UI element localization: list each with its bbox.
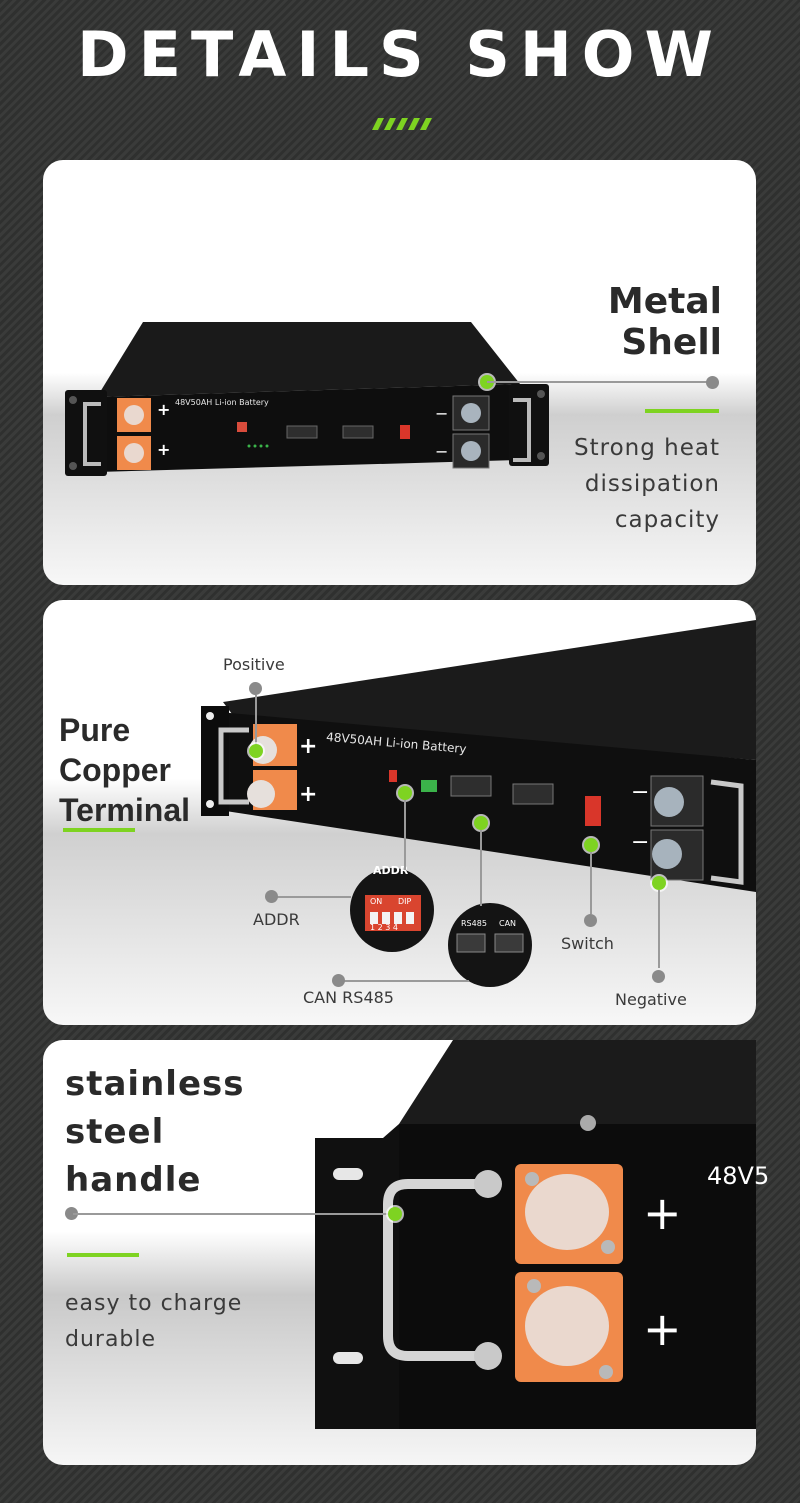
callout-end-dot [265,890,278,903]
callout-line [255,695,257,749]
callout-end-dot [65,1207,78,1220]
callout-point [249,744,263,758]
feature-description: easy to charge durable [65,1291,243,1352]
inset-digits-label: 1 2 3 4 [370,923,398,932]
copper-terminal-panel: 48V50AH Li-ion Battery + + − − ADDR ON D… [43,600,756,1025]
battery-device-image [65,322,549,476]
callout-line [590,852,592,914]
accent-bar [645,409,719,413]
device-model-label: 48V5 [707,1162,770,1190]
addr-label: ADDR [253,910,300,929]
callout-end-dot [249,682,262,695]
switch-label: Switch [561,934,614,953]
callout-point [584,838,598,852]
plus-sign: + [299,734,318,759]
accent-stripes [372,118,432,130]
callout-point [652,876,666,890]
accent-bar [67,1253,139,1257]
callout-line [658,890,660,968]
minus-sign: − [631,830,650,855]
battery-device-image [201,620,756,987]
can-rs485-label: CAN RS485 [303,988,394,1007]
callout-end-dot [652,970,665,983]
callout-point [474,816,488,830]
plus-sign: + [157,400,171,419]
page-title: DETAILS SHOW [77,18,723,91]
positive-label: Positive [223,655,285,674]
battery-device-image [315,1040,756,1429]
minus-sign: − [435,442,449,461]
device-model-label: 48V50AH Li-ion Battery [175,398,269,407]
callout-line [73,1213,391,1215]
callout-line [487,381,713,383]
callout-line [271,896,351,898]
callout-end-dot [332,974,345,987]
feature-title: stainless steel handle [65,1064,245,1200]
callout-end-dot [706,376,719,389]
callout-point [388,1207,402,1221]
minus-sign: − [631,780,650,805]
minus-sign: − [435,404,449,423]
inset-dip-label: DIP [398,897,412,906]
callout-line [404,800,406,870]
inset-on-label: ON [370,897,383,906]
inset-addr-label: ADDR [373,864,409,877]
feature-description: Strong heat dissipation capacity [574,435,720,533]
negative-label: Negative [615,990,687,1009]
callout-point [398,786,412,800]
callout-line [480,830,482,906]
metal-shell-panel: 48V50AH Li-ion Battery + + − − Metal She… [43,160,756,585]
plus-sign: + [157,440,171,459]
feature-title: Metal Shell [607,281,722,363]
inset-rs485-label: RS485 [461,919,487,928]
inset-can-label: CAN [499,919,517,928]
callout-end-dot [584,914,597,927]
feature-title: Pure Copper Terminal [59,712,190,828]
plus-sign: + [299,782,318,807]
steel-handle-panel: 48V5 + + stainless steel handle easy to … [43,1040,769,1465]
plus-sign: + [643,1302,682,1356]
accent-bar [63,828,135,832]
callout-line [339,980,469,982]
plus-sign: + [643,1186,682,1240]
